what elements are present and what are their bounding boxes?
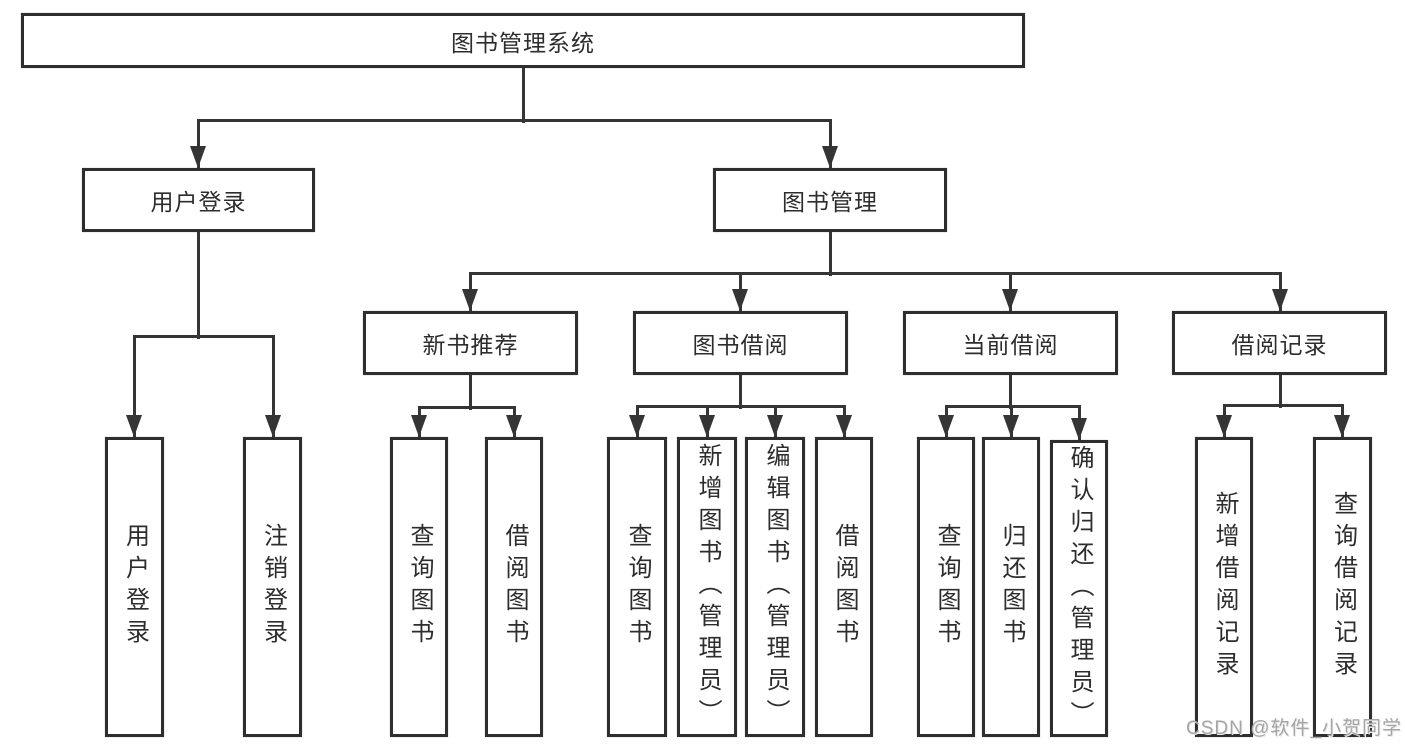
csdn-watermark: CSDN @软件_小贺同学 <box>1186 718 1402 739</box>
node-label-nbr-borrow-book: 借阅图书 <box>501 523 528 651</box>
arrowhead-down-icon <box>767 415 783 437</box>
node-label-user-login: 用户登录 <box>150 189 247 215</box>
node-label-logout: 注销登录 <box>259 523 287 651</box>
edge-branch <box>945 405 1081 408</box>
edge-drop <box>272 335 275 437</box>
node-bb-borrow-book: 借阅图书 <box>815 437 873 737</box>
node-nbr-borrow-book: 借阅图书 <box>485 437 543 737</box>
node-label-bb-query-book: 查询图书 <box>624 523 651 651</box>
edge-drop <box>197 119 200 168</box>
node-label-nbr-query-book: 查询图书 <box>406 523 433 651</box>
node-new-book-rec: 新书推荐 <box>363 311 578 375</box>
node-label-current-borrow: 当前借阅 <box>962 332 1059 358</box>
arrowhead-down-icon <box>190 146 206 168</box>
node-book-mgmt: 图书管理 <box>713 168 947 232</box>
arrowhead-down-icon <box>1071 418 1087 440</box>
node-nbr-query-book: 查询图书 <box>390 437 448 737</box>
arrowhead-down-icon <box>1002 289 1018 311</box>
arrowhead-down-icon <box>265 415 281 437</box>
node-cb-confirm-return-admin: 确认归还（管理员） <box>1050 440 1108 737</box>
node-borrow-record: 借阅记录 <box>1172 311 1387 375</box>
node-login: 用户登录 <box>105 437 164 737</box>
edge-stem <box>739 375 742 409</box>
arrowhead-down-icon <box>1003 415 1019 437</box>
arrowhead-down-icon <box>938 415 954 437</box>
node-label-br-query-record: 查询借阅记录 <box>1329 491 1357 683</box>
edge-drop <box>133 335 136 437</box>
node-label-bb-add-book-admin: 新增图书（管理员） <box>694 443 721 731</box>
node-cb-return-book: 归还图书 <box>982 437 1040 737</box>
edge-branch <box>636 405 846 408</box>
node-current-borrow: 当前借阅 <box>903 311 1118 375</box>
node-label-root: 图书管理系统 <box>451 29 595 56</box>
node-bb-query-book: 查询图书 <box>607 437 667 737</box>
edge-stem <box>197 232 200 339</box>
node-label-book-mgmt: 图书管理 <box>782 189 878 215</box>
edge-branch <box>418 406 516 409</box>
node-root: 图书管理系统 <box>21 13 1025 68</box>
edge-stem <box>1279 375 1282 408</box>
arrowhead-down-icon <box>411 415 427 437</box>
arrowhead-down-icon <box>1334 415 1350 437</box>
node-label-cb-confirm-return-admin: 确认归还（管理员） <box>1066 444 1093 733</box>
edge-branch <box>469 272 1282 275</box>
arrowhead-down-icon <box>822 146 838 168</box>
edge-branch <box>1223 404 1344 407</box>
node-label-cb-return-book: 归还图书 <box>998 523 1025 651</box>
node-user-login: 用户登录 <box>82 168 315 232</box>
node-br-query-record: 查询借阅记录 <box>1313 437 1372 737</box>
node-label-book-borrow: 图书借阅 <box>692 332 789 358</box>
node-bb-add-book-admin: 新增图书（管理员） <box>677 437 737 737</box>
arrowhead-down-icon <box>629 415 645 437</box>
edge-stem <box>829 232 832 276</box>
edge-branch <box>197 119 832 122</box>
node-logout: 注销登录 <box>243 437 302 737</box>
node-label-login: 用户登录 <box>121 523 149 651</box>
edge-stem <box>522 68 525 123</box>
node-label-bb-edit-book-admin: 编辑图书（管理员） <box>762 443 789 731</box>
edge-stem <box>1009 375 1012 409</box>
node-label-new-book-rec: 新书推荐 <box>422 332 519 358</box>
edge-drop <box>829 119 832 168</box>
node-cb-query-book: 查询图书 <box>917 437 975 737</box>
arrowhead-down-icon <box>1216 415 1232 437</box>
node-label-cb-query-book: 查询图书 <box>933 523 960 651</box>
node-br-add-record: 新增借阅记录 <box>1195 437 1253 737</box>
edge-stem <box>469 375 472 410</box>
node-book-borrow: 图书借阅 <box>633 311 848 375</box>
arrowhead-down-icon <box>462 289 478 311</box>
node-label-bb-borrow-book: 借阅图书 <box>831 523 858 651</box>
arrowhead-down-icon <box>1272 289 1288 311</box>
arrowhead-down-icon <box>732 289 748 311</box>
node-bb-edit-book-admin: 编辑图书（管理员） <box>745 437 805 737</box>
arrowhead-down-icon <box>699 415 715 437</box>
node-label-br-add-record: 新增借阅记录 <box>1211 491 1238 683</box>
edge-branch <box>133 335 275 338</box>
arrowhead-down-icon <box>126 415 142 437</box>
arrowhead-down-icon <box>506 415 522 437</box>
arrowhead-down-icon <box>836 415 852 437</box>
node-label-borrow-record: 借阅记录 <box>1231 332 1328 358</box>
